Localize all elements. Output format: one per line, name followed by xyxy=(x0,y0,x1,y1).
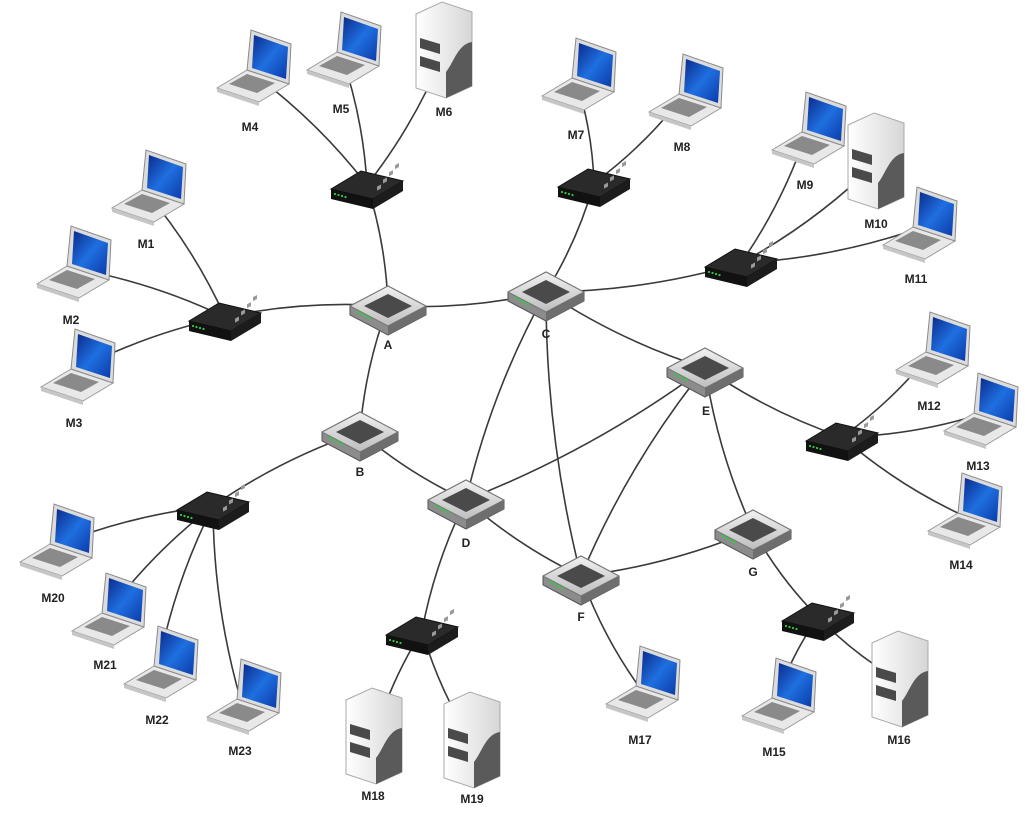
label-m18: M18 xyxy=(361,789,385,803)
switch-sw3-icon xyxy=(556,160,632,207)
label-m8: M8 xyxy=(674,140,691,154)
label-m15: M15 xyxy=(762,745,786,759)
server-m10-icon xyxy=(847,112,905,210)
router-c-icon xyxy=(506,271,586,322)
laptop-m13-icon xyxy=(942,372,1019,449)
label-f: F xyxy=(577,610,584,624)
link-c-d xyxy=(465,291,547,501)
label-m7: M7 xyxy=(568,128,585,142)
router-f-icon xyxy=(541,555,621,606)
label-m20: M20 xyxy=(41,591,65,605)
laptop-m5-icon xyxy=(305,11,382,88)
laptop-m11-icon xyxy=(881,186,958,263)
switch-sw4-icon xyxy=(703,240,779,287)
switch-sw8-icon xyxy=(384,608,460,655)
label-m4: M4 xyxy=(242,120,259,134)
label-m22: M22 xyxy=(145,713,169,727)
laptop-m1-icon xyxy=(110,149,187,226)
label-m5: M5 xyxy=(333,102,350,116)
label-g: G xyxy=(748,565,757,579)
server-m16-icon xyxy=(871,630,929,728)
label-m2: M2 xyxy=(63,313,80,327)
switch-sw6-icon xyxy=(175,483,251,530)
laptop-m21-icon xyxy=(70,572,147,649)
router-d-icon xyxy=(426,479,506,530)
label-a: A xyxy=(384,338,393,352)
router-e-icon xyxy=(665,347,745,398)
label-m23: M23 xyxy=(228,744,252,758)
label-e: E xyxy=(702,404,710,418)
laptop-m17-icon xyxy=(604,645,681,722)
laptop-m7-icon xyxy=(540,37,617,114)
label-m11: M11 xyxy=(905,272,928,286)
router-g-icon xyxy=(713,509,793,560)
laptop-m12-icon xyxy=(894,311,971,388)
link-c-f xyxy=(545,291,582,577)
router-b-icon xyxy=(320,411,400,462)
laptop-m2-icon xyxy=(35,225,112,302)
label-m19: M19 xyxy=(460,792,484,806)
label-m17: M17 xyxy=(628,733,652,747)
label-c: C xyxy=(542,327,551,341)
link-d-e xyxy=(465,367,706,501)
router-a-icon xyxy=(348,285,428,336)
laptop-m8-icon xyxy=(647,53,724,130)
switch-sw1-icon xyxy=(187,294,263,341)
label-m9: M9 xyxy=(797,178,814,192)
label-m13: M13 xyxy=(966,459,990,473)
link-e-f xyxy=(580,367,706,577)
switch-sw2-icon xyxy=(329,162,405,209)
label-m6: M6 xyxy=(436,105,453,119)
label-d: D xyxy=(462,536,471,550)
laptop-m4-icon xyxy=(215,29,292,106)
laptop-m22-icon xyxy=(122,625,199,702)
laptop-m9-icon xyxy=(770,91,847,168)
laptop-m20-icon xyxy=(18,503,95,580)
switch-sw7-icon xyxy=(780,594,856,641)
label-m10: M10 xyxy=(864,217,888,231)
laptop-m14-icon xyxy=(926,472,1003,549)
label-m14: M14 xyxy=(949,558,973,572)
label-m12: M12 xyxy=(917,399,941,413)
server-m6-icon xyxy=(415,1,473,99)
label-m3: M3 xyxy=(66,416,83,430)
label-m21: M21 xyxy=(93,658,117,672)
laptop-m3-icon xyxy=(39,328,116,405)
switch-sw5-icon xyxy=(804,414,880,461)
label-m16: M16 xyxy=(887,733,911,747)
link-sw6-m23 xyxy=(212,505,242,702)
laptop-m15-icon xyxy=(740,657,817,734)
label-b: B xyxy=(356,465,365,479)
server-m19-icon xyxy=(443,691,501,789)
label-m1: M1 xyxy=(138,237,155,251)
server-m18-icon xyxy=(345,687,403,785)
laptop-m23-icon xyxy=(205,658,282,735)
